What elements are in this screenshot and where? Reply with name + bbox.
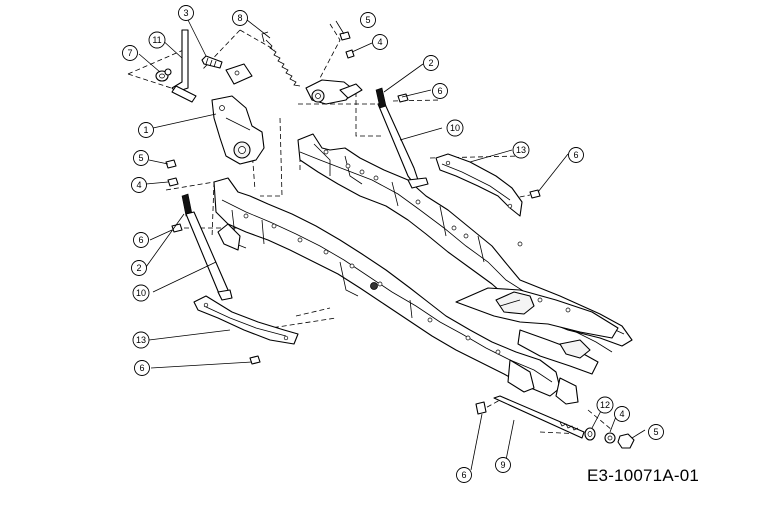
frame-holes (243, 149, 571, 355)
diagram-id-label: E3-10071A-01 (587, 466, 700, 485)
callout-5: 5 (360, 12, 376, 28)
svg-text:1: 1 (143, 125, 148, 135)
pivot-linkage (305, 79, 363, 105)
svg-text:2: 2 (428, 58, 433, 68)
callout-11: 11 (148, 31, 166, 49)
frame-left-rail (213, 177, 561, 397)
rod-upper (375, 87, 429, 189)
svg-text:9: 9 (500, 460, 505, 470)
svg-text:5: 5 (138, 153, 143, 163)
svg-text:4: 4 (619, 409, 624, 419)
clip-left (165, 159, 183, 233)
brace-lower (193, 295, 299, 345)
rod-lower (181, 193, 233, 301)
callout-8: 8 (232, 10, 248, 26)
callout-6: 6 (456, 467, 472, 483)
svg-text:6: 6 (461, 470, 466, 480)
svg-text:2: 2 (136, 263, 141, 273)
svg-text:5: 5 (653, 427, 658, 437)
svg-text:6: 6 (573, 150, 578, 160)
svg-text:13: 13 (516, 145, 526, 155)
callout-2: 2 (423, 55, 439, 71)
mount-plate (225, 63, 253, 85)
shaft (171, 29, 197, 103)
svg-text:12: 12 (600, 400, 610, 410)
washer-nut-set (584, 427, 635, 449)
callout-6: 6 (568, 147, 584, 163)
pin-lower (249, 355, 261, 365)
callouts: 1 2 2 3 4 4 4 5 5 5 6 6 6 6 6 7 8 9 10 1… (122, 5, 664, 483)
nut-washer (155, 68, 172, 82)
callout-7: 7 (122, 45, 138, 61)
callout-4: 4 (131, 177, 147, 193)
svg-text:4: 4 (136, 180, 141, 190)
svg-text:5: 5 (365, 15, 370, 25)
svg-text:8: 8 (237, 13, 242, 23)
callout-4: 4 (372, 34, 388, 50)
svg-text:4: 4 (377, 37, 382, 47)
callout-13: 13 (132, 331, 150, 349)
svg-text:3: 3 (183, 8, 188, 18)
svg-text:6: 6 (139, 363, 144, 373)
callout-1: 1 (138, 122, 154, 138)
callout-4: 4 (614, 406, 630, 422)
callout-9: 9 (495, 457, 511, 473)
pin-right (529, 189, 541, 199)
svg-text:11: 11 (152, 35, 161, 45)
callout-5: 5 (648, 424, 664, 440)
svg-text:10: 10 (450, 123, 460, 133)
callout-6: 6 (133, 232, 149, 248)
callout-3: 3 (178, 5, 194, 21)
svg-text:13: 13 (136, 335, 146, 345)
svg-text:6: 6 (437, 86, 442, 96)
clip-top (339, 31, 355, 59)
brace-upper (435, 153, 523, 217)
tie-rod (475, 395, 585, 439)
callout-12: 12 (596, 396, 614, 414)
callout-2: 2 (131, 260, 147, 276)
rear-cross-section (455, 287, 619, 405)
callout-5: 5 (133, 150, 149, 166)
bolt (201, 55, 223, 69)
spring (261, 31, 301, 87)
pedal-bracket (211, 95, 265, 165)
svg-text:10: 10 (136, 288, 146, 298)
callout-10: 10 (132, 284, 150, 302)
callout-6: 6 (134, 360, 150, 376)
callout-13: 13 (512, 141, 530, 159)
leader-lines (138, 15, 646, 471)
callout-6: 6 (432, 83, 448, 99)
svg-text:7: 7 (127, 48, 132, 58)
svg-text:6: 6 (138, 235, 143, 245)
callout-10: 10 (446, 119, 464, 137)
